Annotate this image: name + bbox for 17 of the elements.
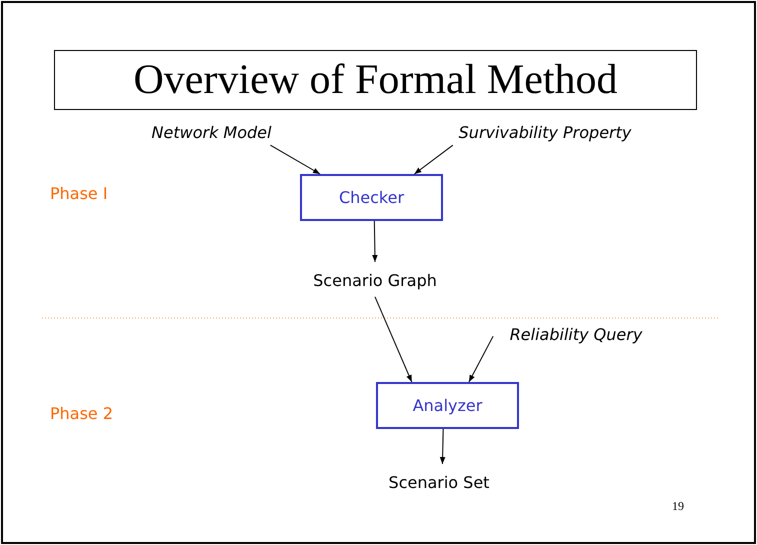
node-label: Survivability Property [449,121,641,143]
node-label: Network Model [143,121,280,143]
node-label: Scenario Set [382,470,496,494]
arrow [374,296,412,382]
arrow [372,220,378,262]
phase-label: Phase I [50,184,108,203]
title: Overview of Formal Method [54,50,697,110]
phase-label: Phase 2 [50,404,114,423]
node-label: Scenario Graph [305,268,445,292]
process-box: Checker [300,174,443,221]
process-box: Analyzer [376,382,519,429]
arrow [414,144,454,174]
arrow [468,336,494,382]
arrow [440,428,446,464]
page-number: 19 [672,499,684,514]
node-label: Reliability Query [502,323,650,345]
arrow [270,144,321,174]
